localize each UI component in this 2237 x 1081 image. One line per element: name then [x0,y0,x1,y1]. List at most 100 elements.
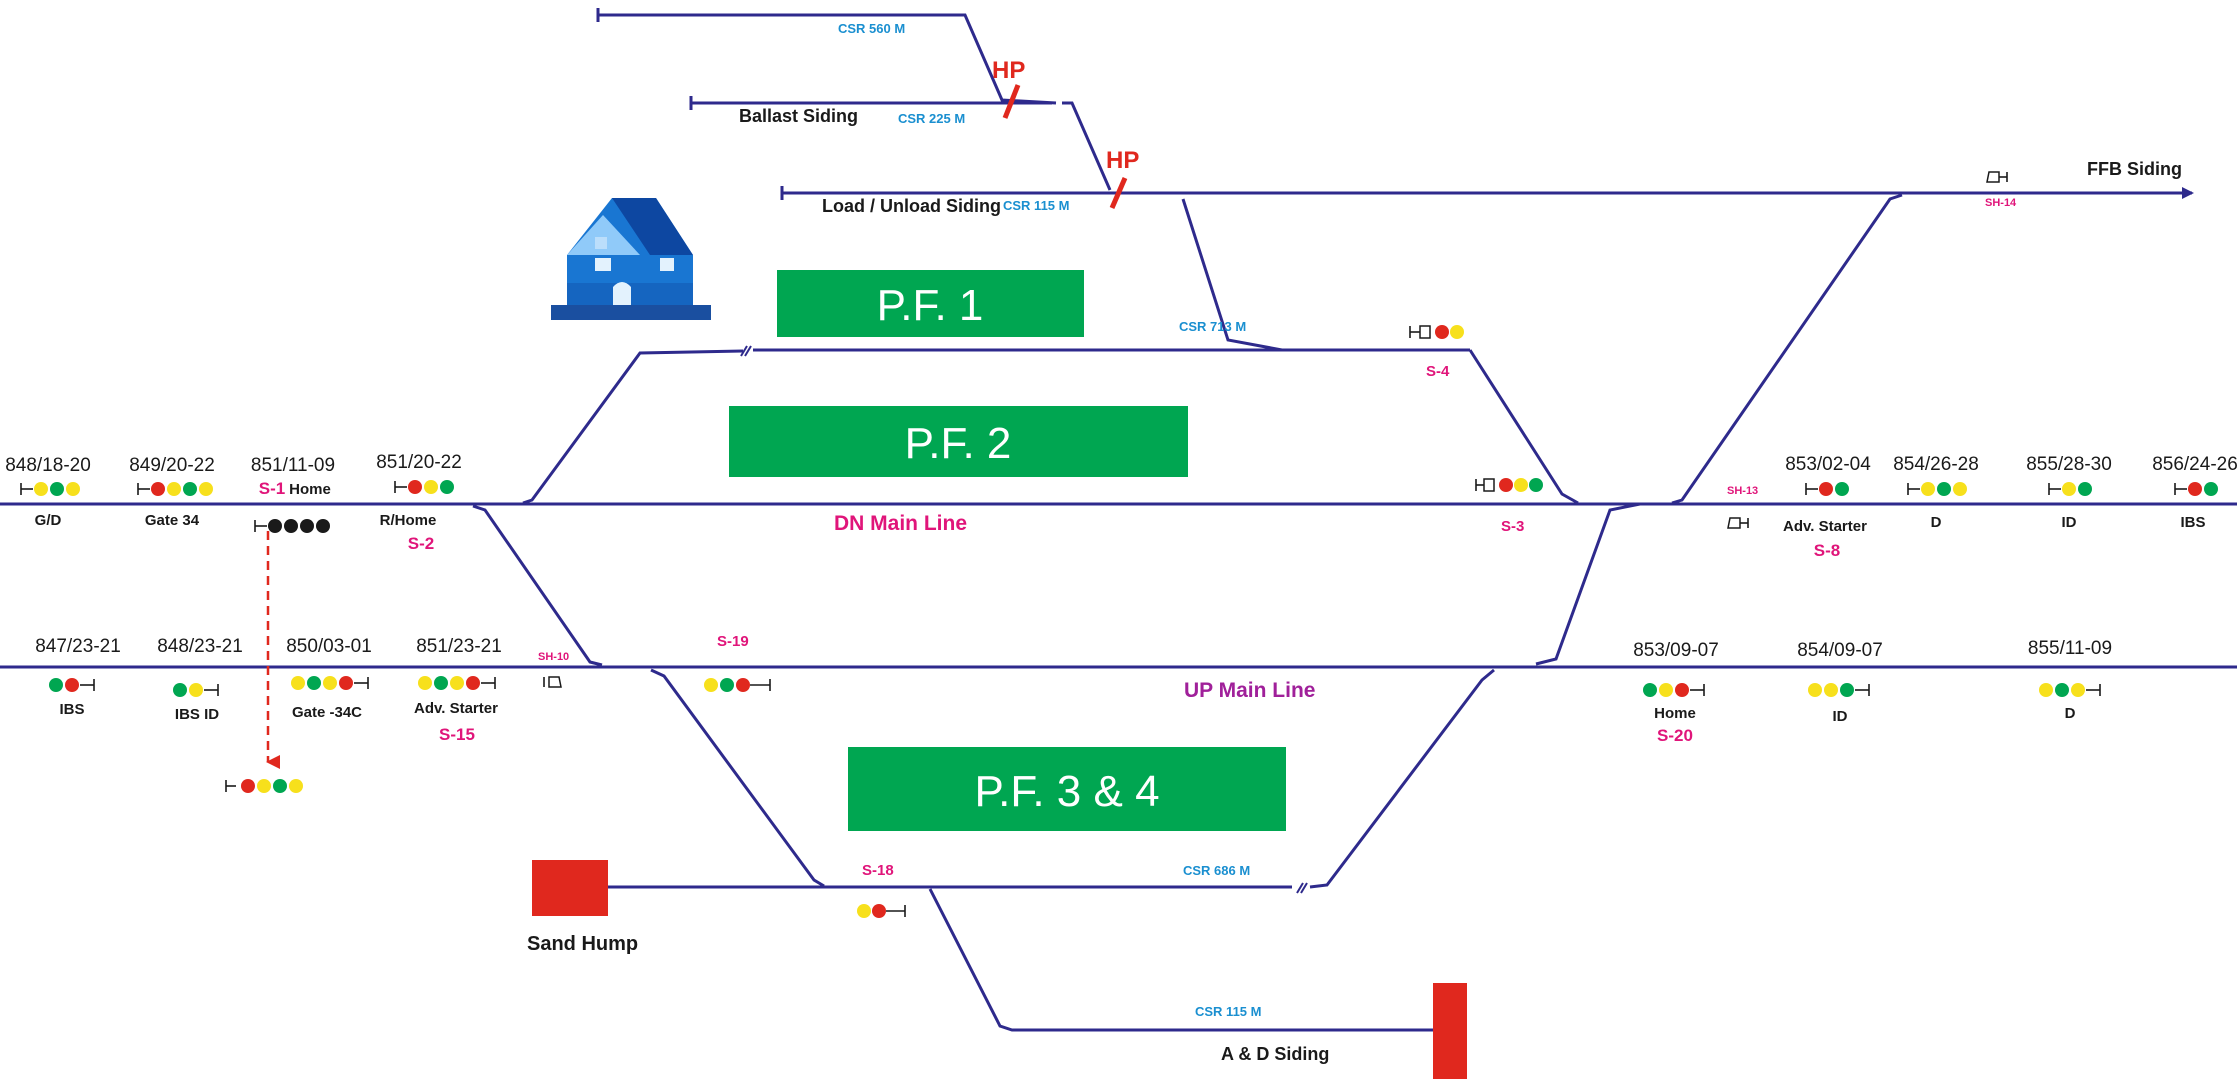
signal-name-label: Gate -34C [292,704,362,721]
signal-aspect-red [339,676,353,690]
signal-km-label: 849/20-22 [129,455,215,476]
csr-115-siding-label: CSR 115 M [1003,198,1069,213]
dn-signal-1: 848/18-20G/D [5,455,91,529]
csr-713-label: CSR 713 M [1179,319,1246,334]
svg-text:HP: HP [1106,147,1139,174]
signal-aspect-yellow [2071,683,2085,697]
signal-aspect-yellow [1921,482,1935,496]
signal-code-label: S-20 [1657,726,1693,745]
sand-hump-label: Sand Hump [527,933,638,955]
sand-hump-block [532,860,608,916]
signal-name-label: D [1931,514,1942,531]
signal-aspect-black [316,519,330,533]
svg-text:P.F. 3 & 4: P.F. 3 & 4 [974,767,1159,816]
ad-siding-buffer-stop [1433,983,1467,1079]
signal-km-label: 851/11-09 [251,455,335,476]
svg-text:S-18: S-18 [862,862,894,879]
signal-s3: S-3 [1475,478,1543,535]
signal-aspect-green [307,676,321,690]
svg-text:HP: HP [992,57,1025,84]
platform-1: P.F. 1 [777,270,1084,337]
up-main-line-label: UP Main Line [1184,679,1315,702]
ballast-siding-label: Ballast Siding [739,106,858,126]
signal-km-label: 848/18-20 [5,455,91,476]
signal-name-label: Home [1654,705,1696,722]
signal-name-label: G/D [35,512,62,529]
svg-text:S-4: S-4 [1426,363,1450,380]
siding-560-track [598,13,1057,105]
svg-text:S-19: S-19 [717,633,749,650]
svg-text:SH-13: SH-13 [1727,485,1758,497]
shunt-signal-sh13: SH-13 [1727,485,1758,529]
track-layout [0,8,2237,1032]
route-indicator-icon [1483,478,1495,492]
csr-225-label: CSR 225 M [898,111,965,126]
signal-aspect-green [1835,482,1849,496]
signal-aspect-yellow [34,482,48,496]
signal-name-label: IBS [2180,514,2205,531]
signal-aspect-yellow [167,482,181,496]
signal-km-label: 848/23-21 [157,636,243,657]
shunt-signal-icon [1986,171,2008,183]
signal-km-label: 854/09-07 [1797,640,1883,661]
signal-aspect-green [2204,482,2218,496]
signal-s19: S-19 [704,633,771,692]
signal-aspect-red [65,678,79,692]
signal-aspect-red [408,480,422,494]
pf2-loop-track [522,349,744,505]
signal-aspect-yellow [1659,683,1673,697]
signal-aspect-green [50,482,64,496]
signal-aspect-red [1819,482,1833,496]
signal-name-label: D [2065,705,2076,722]
shunt-signal-icon [1727,517,1749,529]
signal-aspect-yellow [1824,683,1838,697]
up-signal-7: 855/11-09D [2028,638,2112,722]
dn-main-line-label: DN Main Line [834,512,967,535]
signal-name-label: ID [1833,708,1848,725]
station-house-icon [551,198,711,320]
signal-aspect-yellow [424,480,438,494]
signal-aspect-green [1643,683,1657,697]
signal-km-label: 853/02-04 [1785,454,1871,475]
pf34-loop-track [650,668,825,888]
signal-aspect-green [173,683,187,697]
svg-text:P.F. 2: P.F. 2 [905,419,1012,468]
signal-aspect-yellow [199,482,213,496]
svg-text:SH-14: SH-14 [1985,197,2017,209]
signal-aspect-black [300,519,314,533]
signal-km-label: 847/23-21 [35,636,121,657]
signal-km-label: 855/11-09 [2028,638,2112,659]
signal-name-label: Adv. Starter [1783,518,1867,535]
signal-code-label: S-1 [259,479,285,498]
signal-km-label: 851/20-22 [376,452,462,473]
csr-115-ad-label: CSR 115 M [1195,1004,1261,1019]
signal-km-label: 853/09-07 [1633,640,1719,661]
signal-km-label: 854/26-28 [1893,454,1979,475]
signal-aspect-yellow [323,676,337,690]
shunt-signal-sh14: SH-14 [1985,171,2017,209]
signal-code-label: S-2 [408,534,434,553]
signal-name-label: Home [289,481,331,498]
shunt-signal-icon [543,676,562,688]
signal-aspect-green [1937,482,1951,496]
hp-marker-2: HP [1106,147,1139,209]
signal-code-label: S-15 [439,725,475,744]
signal-aspect-green [2078,482,2092,496]
signal-aspect-green [183,482,197,496]
signal-km-label: 850/03-01 [286,636,372,657]
signal-aspect-yellow [66,482,80,496]
signal-name-label: IBS [59,701,84,718]
